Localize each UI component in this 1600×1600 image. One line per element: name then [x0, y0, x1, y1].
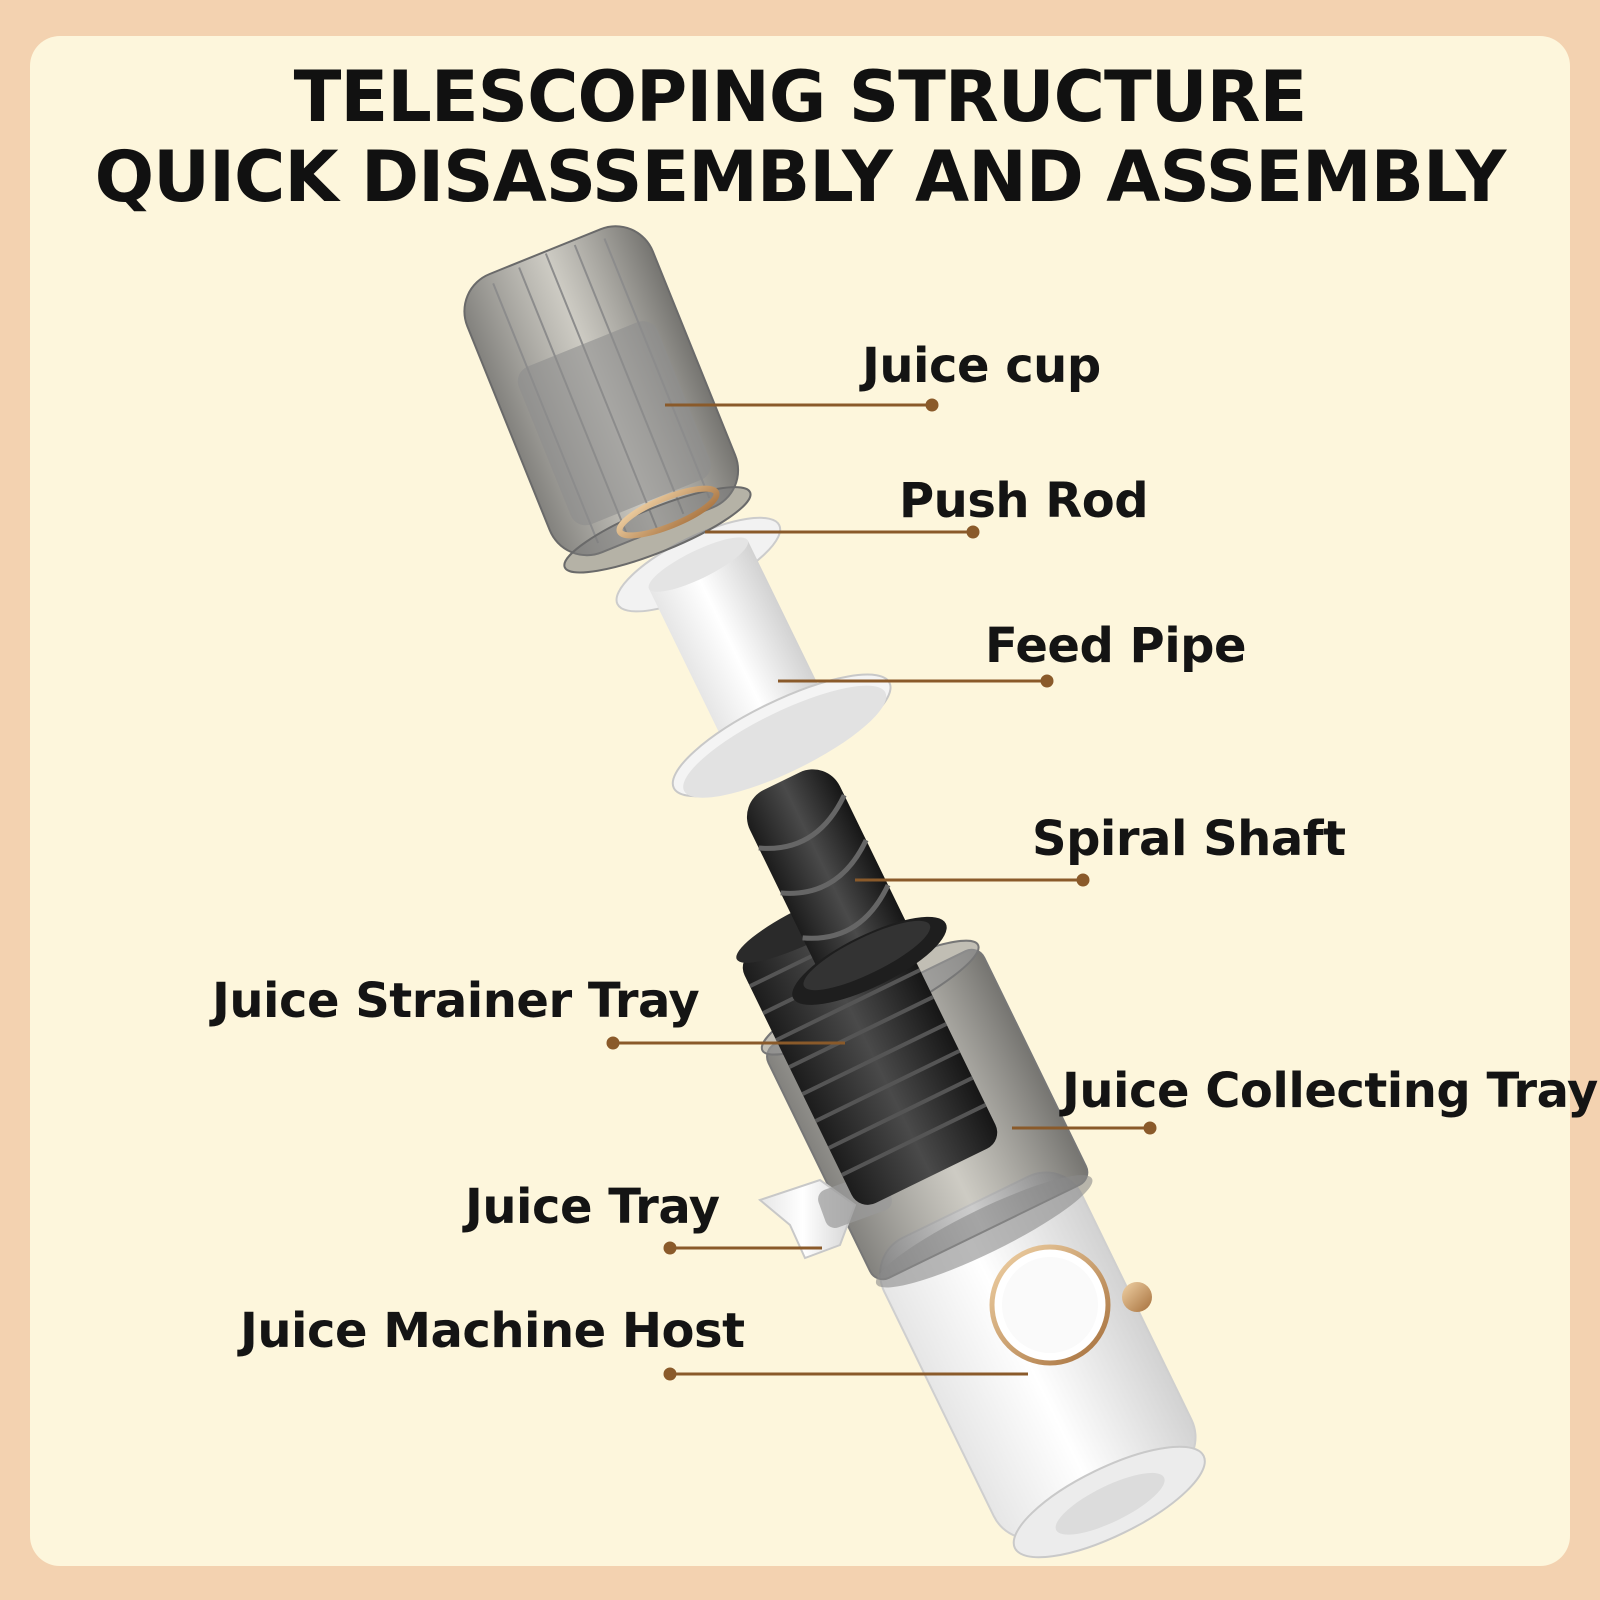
leader-dot-push-rod — [966, 525, 980, 539]
label-spiral-shaft: Spiral Shaft — [1032, 811, 1346, 867]
leader-dot-juice-collecting-tray — [1143, 1121, 1157, 1135]
label-juice-strainer-tray: Juice Strainer Tray — [212, 973, 700, 1029]
title-line-1: TELESCOPING STRUCTURE — [293, 56, 1308, 138]
label-push-rod: Push Rod — [899, 473, 1149, 529]
leader-dot-juice-cup — [925, 398, 939, 412]
label-juice-cup: Juice cup — [862, 338, 1101, 394]
leader-dot-juice-machine-host — [663, 1367, 677, 1381]
leader-dot-spiral-shaft — [1076, 873, 1090, 887]
label-juice-collecting-tray: Juice Collecting Tray — [1062, 1063, 1598, 1119]
juice-cup — [463, 225, 752, 574]
leader-dot-juice-tray — [663, 1241, 677, 1255]
feed-pipe — [615, 516, 892, 798]
label-feed-pipe: Feed Pipe — [985, 618, 1247, 674]
leader-dot-feed-pipe — [1040, 674, 1054, 688]
spiral-shaft — [746, 769, 947, 1005]
label-juice-machine-host: Juice Machine Host — [240, 1303, 745, 1359]
title-line-2: QUICK DISASSEMBLY AND ASSEMBLY — [94, 136, 1507, 218]
label-juice-tray: Juice Tray — [465, 1179, 720, 1235]
leader-dot-juice-strainer-tray — [606, 1036, 620, 1050]
power-knob — [1122, 1282, 1152, 1312]
control-dial — [989, 1244, 1111, 1366]
